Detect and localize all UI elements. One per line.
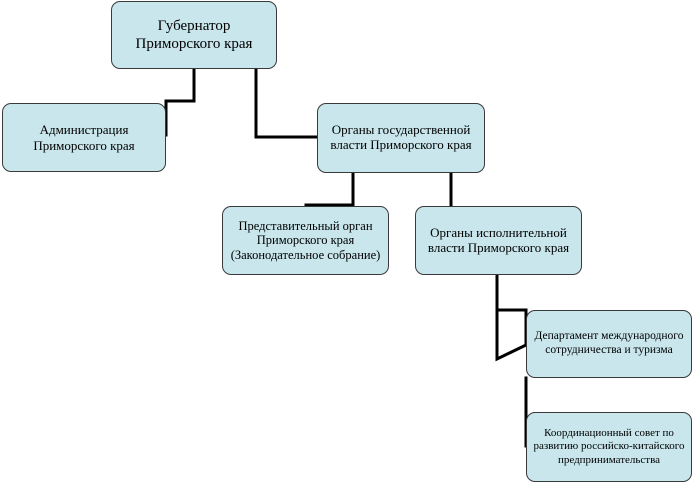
node-administration-label: Администрация Приморского края xyxy=(33,121,135,153)
node-department: Департамент международного сотрудничеств… xyxy=(526,310,692,378)
connector-governor-administration xyxy=(164,67,196,137)
node-executive: Органы исполнительной власти Приморского… xyxy=(415,206,582,275)
node-department-label: Департамент международного сотрудничеств… xyxy=(534,330,684,356)
node-executive-label: Органы исполнительной власти Приморского… xyxy=(427,224,570,255)
node-governor-label: Губернатор Приморского края xyxy=(135,18,253,52)
node-state-bodies-label: Органы государственной власти Приморског… xyxy=(330,122,472,152)
node-representative: Представительный орган Приморского края … xyxy=(222,206,389,275)
node-council-label: Координационный совет по развитию россий… xyxy=(533,427,685,466)
node-representative-label: Представительный орган Приморского края … xyxy=(230,218,381,262)
node-administration: Администрация Приморского края xyxy=(2,103,166,172)
node-council: Координационный совет по развитию россий… xyxy=(526,412,692,482)
node-state-bodies: Органы государственной власти Приморског… xyxy=(317,103,485,173)
connector-executive-department xyxy=(495,273,528,362)
connector-governor-state-bodies xyxy=(254,67,319,139)
connector-state-representative xyxy=(304,171,355,207)
node-governor: Губернатор Приморского края xyxy=(111,1,277,69)
